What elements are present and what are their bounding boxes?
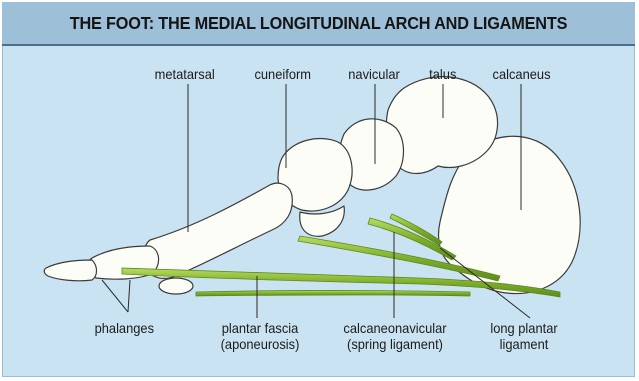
label-long-plantar: long plantar ligament (482, 320, 567, 352)
label-plantar-fascia-line1: plantar fascia (214, 320, 306, 336)
label-long-plantar-line2: ligament (482, 336, 567, 352)
label-phalanges: phalanges (95, 320, 154, 336)
label-talus: talus (429, 66, 456, 82)
plantar-fascia-lower-band (196, 291, 470, 297)
label-plantar-fascia-line2: (aponeurosis) (214, 336, 306, 352)
metatarsal-bone (144, 183, 293, 278)
label-calcaneus: calcaneus (493, 66, 551, 82)
distal-phalanx-bone (44, 260, 96, 281)
label-long-plantar-line1: long plantar (482, 320, 567, 336)
label-calcaneonavicular: calcaneonavicular (spring ligament) (337, 320, 453, 352)
label-navicular: navicular (348, 66, 400, 82)
sesamoid-bone (159, 278, 193, 294)
label-cuneiform: cuneiform (254, 66, 311, 82)
label-metatarsal: metatarsal (155, 66, 215, 82)
label-calcaneonavicular-line1: calcaneonavicular (337, 320, 453, 336)
label-calcaneonavicular-line2: (spring ligament) (337, 336, 453, 352)
leader-phalanges-2 (128, 280, 130, 312)
leader-phalanges-1 (102, 280, 128, 312)
bones (44, 77, 580, 294)
label-plantar-fascia: plantar fascia (aponeurosis) (214, 320, 306, 352)
